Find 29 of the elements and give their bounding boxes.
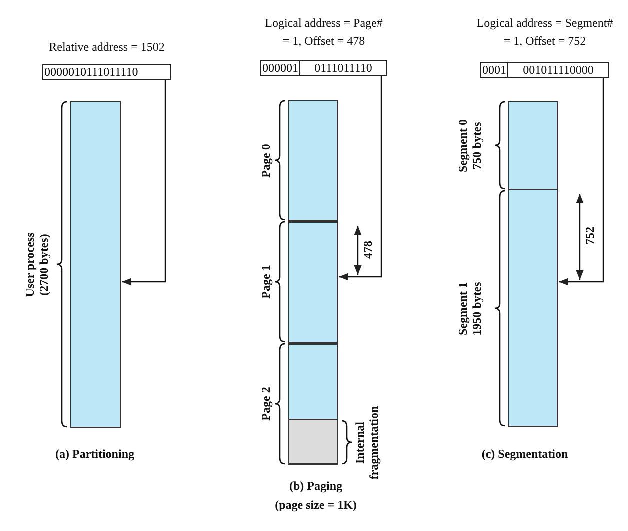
brace-label: Segment 0 750 bytes xyxy=(456,118,484,174)
panel-caption: (a) Partitioning xyxy=(56,447,134,462)
brace-label: User process (2700 bytes) xyxy=(23,231,51,299)
memory-block xyxy=(70,101,121,428)
arrow xyxy=(559,78,604,286)
arrow xyxy=(122,80,166,286)
memory-block xyxy=(288,420,338,465)
brace-label: Page 0 xyxy=(259,142,273,180)
brace-label: Internal fragmentation xyxy=(353,404,381,482)
memory-block xyxy=(288,100,338,221)
panel-caption: (page size = 1K) xyxy=(275,498,357,513)
address-caption: Relative address = 1502 xyxy=(48,39,166,56)
dimension-label: 478 xyxy=(361,241,375,259)
memory-block xyxy=(288,221,338,343)
memory-block xyxy=(508,190,558,427)
brace-label: Page 1 xyxy=(259,264,273,301)
address-register: 0000010111011110 xyxy=(42,64,172,80)
address-caption: Logical address = Page# = 1, Offset = 478 xyxy=(264,15,384,50)
arrow xyxy=(339,76,382,281)
address-caption: Logical address = Segment# = 1, Offset = 752 xyxy=(476,15,614,50)
panel-caption: (c) Segmentation xyxy=(482,447,568,462)
brace-label: Page 2 xyxy=(259,386,273,423)
memory-block xyxy=(288,343,338,420)
address-register: 000001 0111011110 xyxy=(260,60,388,76)
address-register: 0001 001011110000 xyxy=(480,62,610,78)
dimension-label: 752 xyxy=(583,227,597,245)
memory-block xyxy=(508,101,558,190)
panel-caption: (b) Paging xyxy=(290,479,342,494)
brace-label: Segment 1 1950 bytes xyxy=(456,280,484,338)
